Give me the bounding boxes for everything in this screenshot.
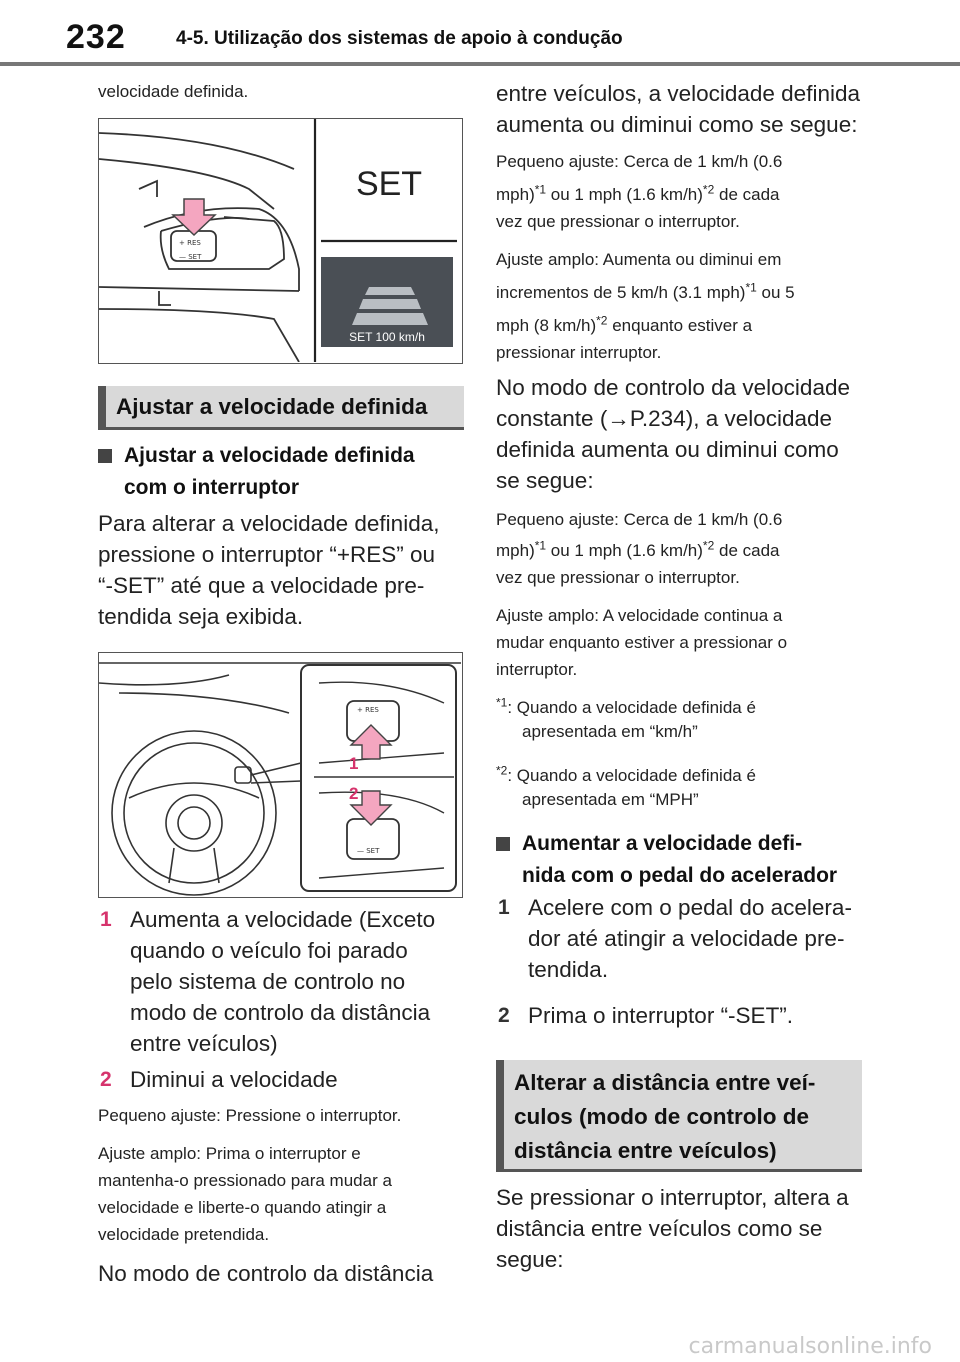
small-adjust-note: Pequeno ajuste: Pressione o interruptor. (98, 1106, 402, 1125)
watermark: carmanualsonline.info (688, 1334, 932, 1359)
bullet-square-icon (496, 837, 510, 851)
note-line: mph (8 km/h)*2 enquanto estiver a (496, 313, 753, 335)
subheading-line: com o interruptor (124, 476, 300, 499)
section-banner-adjust-speed: Ajustar a velocidade definida (98, 386, 464, 430)
small-adjust-block-2: Pequeno ajuste: Cerca de 1 km/h (0.6 mph… (496, 506, 866, 591)
paragraph-line: Se pressionar o interruptor, altera a (496, 1185, 849, 1210)
note-line: mudar enquanto estiver a pressionar o (496, 633, 788, 652)
subheading-accelerator: Aumentar a velocidade defi- nida com o p… (496, 828, 866, 892)
right-paragraph-2: No modo de controlo da velocidade consta… (496, 372, 866, 496)
wide-adjust-block-1: Ajuste amplo: Aumenta ou diminui em incr… (496, 246, 866, 366)
note-line: mantenha-o pressionado para mudar a (98, 1171, 392, 1190)
page-header: 232 4-5. Utilização dos sistemas de apoi… (0, 0, 960, 66)
subheading-line: nida com o pedal do acelerador (522, 864, 838, 887)
subheading-line: Aumentar a velocidade defi- (522, 832, 803, 855)
paragraph-line: segue: (496, 1247, 564, 1272)
step-number-1: 1 (100, 908, 112, 931)
note-line: pressionar interruptor. (496, 343, 662, 362)
paragraph-line: pressione o interruptor “+RES” ou (98, 542, 436, 567)
wide-adjust-note: Ajuste amplo: Prima o interruptor e mant… (98, 1140, 468, 1248)
paragraph-line: Para alterar a velocidade definida, (98, 511, 440, 536)
note-line: velocidade e liberte-o quando atingir a (98, 1198, 387, 1217)
footnote-1: *1: Quando a velocidade definida é apres… (496, 695, 756, 741)
note-line: incrementos de 5 km/h (3.1 mph)*1 ou 5 (496, 280, 795, 302)
step-line: entre veículos) (130, 1031, 278, 1056)
paragraph-line: aumenta ou diminui como se segue: (496, 112, 858, 137)
paragraph-line: constante (→P.234), a velocidade (496, 406, 833, 431)
section-title: 4-5. Utilização dos sistemas de apoio à … (176, 28, 623, 49)
press-arrow-icon (171, 198, 217, 237)
header-rule (0, 62, 960, 66)
wide-adjust-block-2: Ajuste amplo: A velocidade continua a mu… (496, 602, 866, 683)
banner-line: distância entre veículos) (514, 1138, 777, 1163)
step-line: Acelere com o pedal do acelera- (528, 895, 852, 920)
note-line: velocidade pretendida. (98, 1225, 270, 1244)
steering-wheel-illustration: + RES — SET 1 2 (98, 662, 461, 896)
subheading-line: Ajustar a velocidade definida (124, 444, 415, 467)
note-line: Ajuste amplo: A velocidade continua a (496, 606, 783, 625)
note-line: Ajuste amplo: Aumenta ou diminui em (496, 250, 782, 269)
step-number-1: 1 (498, 896, 510, 919)
display-readout: SET 100 km/h (349, 330, 425, 344)
step-line: dor até atingir a velocidade pre- (528, 926, 845, 951)
arrow-up-icon (349, 724, 393, 760)
note-line: interruptor. (496, 660, 578, 679)
note-line: Pequeno ajuste: Cerca de 1 km/h (0.6 (496, 510, 783, 529)
button-set-label: — SET (357, 847, 380, 855)
callout-1: 1 (349, 754, 358, 773)
step-line: Aumenta a velocidade (Exceto (130, 907, 436, 932)
right-paragraph-1: entre veículos, a velocidade definida au… (496, 78, 866, 140)
note-line: Pequeno ajuste: Cerca de 1 km/h (0.6 (496, 152, 783, 171)
callout-2: 2 (349, 784, 358, 803)
step-1-text: Aumenta a velocidade (Exceto quando o ve… (130, 904, 470, 1059)
left-closing-line: No modo de controlo da distância (98, 1261, 434, 1286)
accelerate-step-1-text: Acelere com o pedal do acelera- dor até … (528, 892, 868, 985)
note-line: mph)*1 ou 1 mph (1.6 km/h)*2 de cada (496, 538, 780, 560)
note-line: vez que pressionar o interruptor. (496, 568, 740, 587)
step-number-2: 2 (498, 1004, 510, 1027)
paragraph-line: tendida seja exibida. (98, 604, 304, 629)
paragraph-line: se segue: (496, 468, 594, 493)
figure-steering-wheel: + RES — SET 1 2 (98, 652, 463, 898)
note-line: Ajuste amplo: Prima o interruptor e (98, 1144, 361, 1163)
figure-set-switch: + RES — SET SET SET 100 km/h (98, 118, 463, 364)
section-banner-change-distance: Alterar a distância entre veí- culos (mo… (496, 1060, 862, 1172)
svg-text:— SET: — SET (179, 253, 202, 261)
svg-text:+ RES: + RES (179, 239, 201, 247)
banner-line: culos (modo de controlo de (514, 1104, 810, 1129)
banner-line: Alterar a distância entre veí- (514, 1070, 816, 1095)
set-indicator-label: SET (356, 165, 422, 203)
page-number: 232 (66, 18, 126, 56)
paragraph-line: definida aumenta ou diminui como (496, 437, 839, 462)
right-closing-paragraph: Se pressionar o interruptor, altera a di… (496, 1182, 866, 1275)
small-adjust-block-1: Pequeno ajuste: Cerca de 1 km/h (0.6 mph… (496, 148, 866, 235)
switch-closeup-callout (300, 664, 457, 892)
bullet-square-icon (98, 449, 112, 463)
paragraph-line: No modo de controlo da velocidade (496, 375, 850, 400)
step-number-2: 2 (100, 1068, 112, 1091)
footnote-2: *2: Quando a velocidade definida é apres… (496, 763, 756, 809)
button-res-label: + RES (357, 706, 379, 714)
step-2-text: Diminui a velocidade (130, 1067, 338, 1092)
step-line: pelo sistema de controlo no (130, 969, 406, 994)
paragraph-line: distância entre veículos como se (496, 1216, 823, 1241)
adjust-paragraph: Para alterar a velocidade definida, pres… (98, 508, 468, 632)
arrow-down-icon (349, 790, 393, 826)
steering-switch-illustration: + RES — SET SET SET 100 km/h (98, 119, 457, 363)
intro-text: velocidade definida. (98, 82, 249, 101)
subheading-adjust-with-switch: Ajustar a velocidade definida com o inte… (98, 440, 468, 504)
step-line: tendida. (528, 957, 609, 982)
step-line: quando o veículo foi parado (130, 938, 408, 963)
paragraph-line: entre veículos, a velocidade definida (496, 81, 860, 106)
step-line: modo de controlo da distância (130, 1000, 431, 1025)
paragraph-line: “-SET” até que a velocidade pre- (98, 573, 425, 598)
note-line: vez que pressionar o interruptor. (496, 212, 740, 231)
accelerate-step-2-text: Prima o interruptor “-SET”. (528, 1003, 794, 1028)
note-line: mph)*1 ou 1 mph (1.6 km/h)*2 de cada (496, 182, 780, 204)
